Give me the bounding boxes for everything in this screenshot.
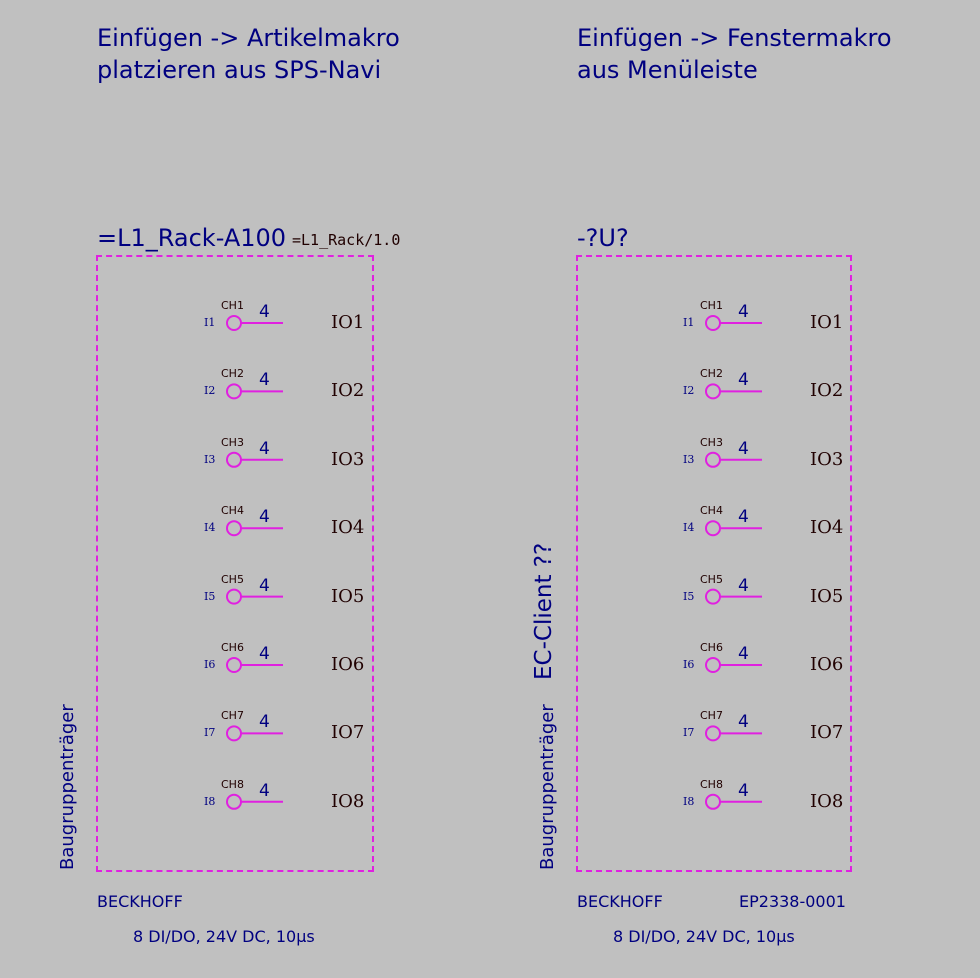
right-connection-point[interactable] xyxy=(705,793,721,810)
left-pin-label: I3 xyxy=(204,452,216,466)
right-connection-point[interactable] xyxy=(705,725,721,742)
left-io-label: IO1 xyxy=(331,312,365,333)
left-channel-label: CH8 xyxy=(221,777,244,791)
right-io-label: IO4 xyxy=(810,517,844,539)
right-channel-label: CH6 xyxy=(700,641,723,654)
left-io-label: IO6 xyxy=(331,654,365,675)
left-wire-number: 4 xyxy=(259,507,270,528)
left-manufacturer: BECKHOFF xyxy=(97,892,183,911)
right-channel-label: CH1 xyxy=(700,299,723,312)
left-heading-line1: Einfügen -> Artikelmakro xyxy=(97,24,400,52)
right-wire-number: 4 xyxy=(738,507,749,528)
left-channel-label: CH2 xyxy=(221,367,244,381)
right-description: 8 DI/DO, 24V DC, 10µs xyxy=(613,927,795,946)
left-pin-label: I7 xyxy=(204,726,216,740)
right-wire-number: 4 xyxy=(738,438,749,459)
left-wire-number: 4 xyxy=(259,644,270,664)
right-connection-point[interactable] xyxy=(705,451,721,468)
left-io-label: IO5 xyxy=(331,585,365,607)
left-heading-line2: platzieren aus SPS-Navi xyxy=(97,56,382,84)
right-wire-number: 4 xyxy=(738,370,749,391)
right-pin-label: I3 xyxy=(683,452,695,466)
left-channel-label: CH5 xyxy=(221,572,244,586)
left-io-label: IO3 xyxy=(331,448,365,470)
right-wire-number: 4 xyxy=(738,780,749,801)
left-pin-label: I6 xyxy=(204,658,216,671)
right-wire-number: 4 xyxy=(738,302,749,322)
right-io-label: IO8 xyxy=(810,790,844,812)
right-pin-label: I5 xyxy=(683,589,695,603)
right-io-label: IO6 xyxy=(810,654,844,675)
right-wire-number: 4 xyxy=(738,644,749,664)
left-wire-number: 4 xyxy=(259,370,270,391)
right-connection-point[interactable] xyxy=(705,588,721,605)
right-part-number: EP2338-0001 xyxy=(739,892,846,911)
right-manufacturer: BECKHOFF xyxy=(577,892,663,911)
right-channel-label: CH8 xyxy=(700,777,723,791)
right-device-frame[interactable] xyxy=(576,255,852,872)
right-connection-point[interactable] xyxy=(705,383,721,400)
right-heading-line2: aus Menüleiste xyxy=(577,56,758,84)
left-wire-number: 4 xyxy=(259,302,270,322)
right-io-label: IO1 xyxy=(810,312,844,333)
right-wire-number: 4 xyxy=(738,712,749,733)
right-connection-point[interactable] xyxy=(705,520,721,537)
left-pin-label: I5 xyxy=(204,589,216,603)
right-wire-number: 4 xyxy=(738,575,749,596)
left-pin-label: I1 xyxy=(204,316,216,329)
left-wire-number: 4 xyxy=(259,575,270,596)
left-pin-label: I2 xyxy=(204,384,216,398)
right-heading-line1: Einfügen -> Fenstermakro xyxy=(577,24,892,52)
left-channel-label: CH4 xyxy=(221,504,244,518)
right-channel-label: CH5 xyxy=(700,572,723,586)
right-pin-label: I2 xyxy=(683,384,695,398)
left-channel-label: CH1 xyxy=(221,299,244,312)
right-io-label: IO7 xyxy=(810,722,844,744)
left-io-label: IO8 xyxy=(331,790,365,812)
right-pin-label: I6 xyxy=(683,658,695,671)
right-pin-label: I4 xyxy=(683,521,695,535)
right-channel-label: CH2 xyxy=(700,367,723,381)
right-io-label: IO3 xyxy=(810,448,844,470)
left-io-label: IO7 xyxy=(331,722,365,744)
right-channel-label: CH4 xyxy=(700,504,723,518)
right-connection-point[interactable] xyxy=(705,657,721,673)
right-connection-point[interactable] xyxy=(705,315,721,331)
right-pin-label: I7 xyxy=(683,726,695,740)
right-device-identifier: -?U? xyxy=(577,224,629,252)
left-io-label: IO4 xyxy=(331,517,365,539)
left-description: 8 DI/DO, 24V DC, 10µs xyxy=(133,927,315,946)
left-wire-number: 4 xyxy=(259,780,270,801)
left-device-identifier: =L1_Rack-A100 xyxy=(97,224,287,252)
right-channel-label: CH7 xyxy=(700,709,723,723)
left-channel-label: CH3 xyxy=(221,435,244,449)
left-pin-label: I8 xyxy=(204,794,216,808)
left-wire-number: 4 xyxy=(259,438,270,459)
right-pin-label: I8 xyxy=(683,794,695,808)
left-pin-label: I4 xyxy=(204,521,216,535)
right-io-label: IO5 xyxy=(810,585,844,607)
left-io-label: IO2 xyxy=(331,380,365,402)
right-pin-label: I1 xyxy=(683,316,695,329)
left-wire-number: 4 xyxy=(259,712,270,733)
right-channel-label: CH3 xyxy=(700,435,723,449)
left-channel-label: CH6 xyxy=(221,641,244,654)
left-location-identifier: =L1_Rack/1.0 xyxy=(292,231,401,249)
left-device-frame[interactable] xyxy=(96,255,374,872)
right-io-label: IO2 xyxy=(810,380,844,402)
left-channel-label: CH7 xyxy=(221,709,244,723)
